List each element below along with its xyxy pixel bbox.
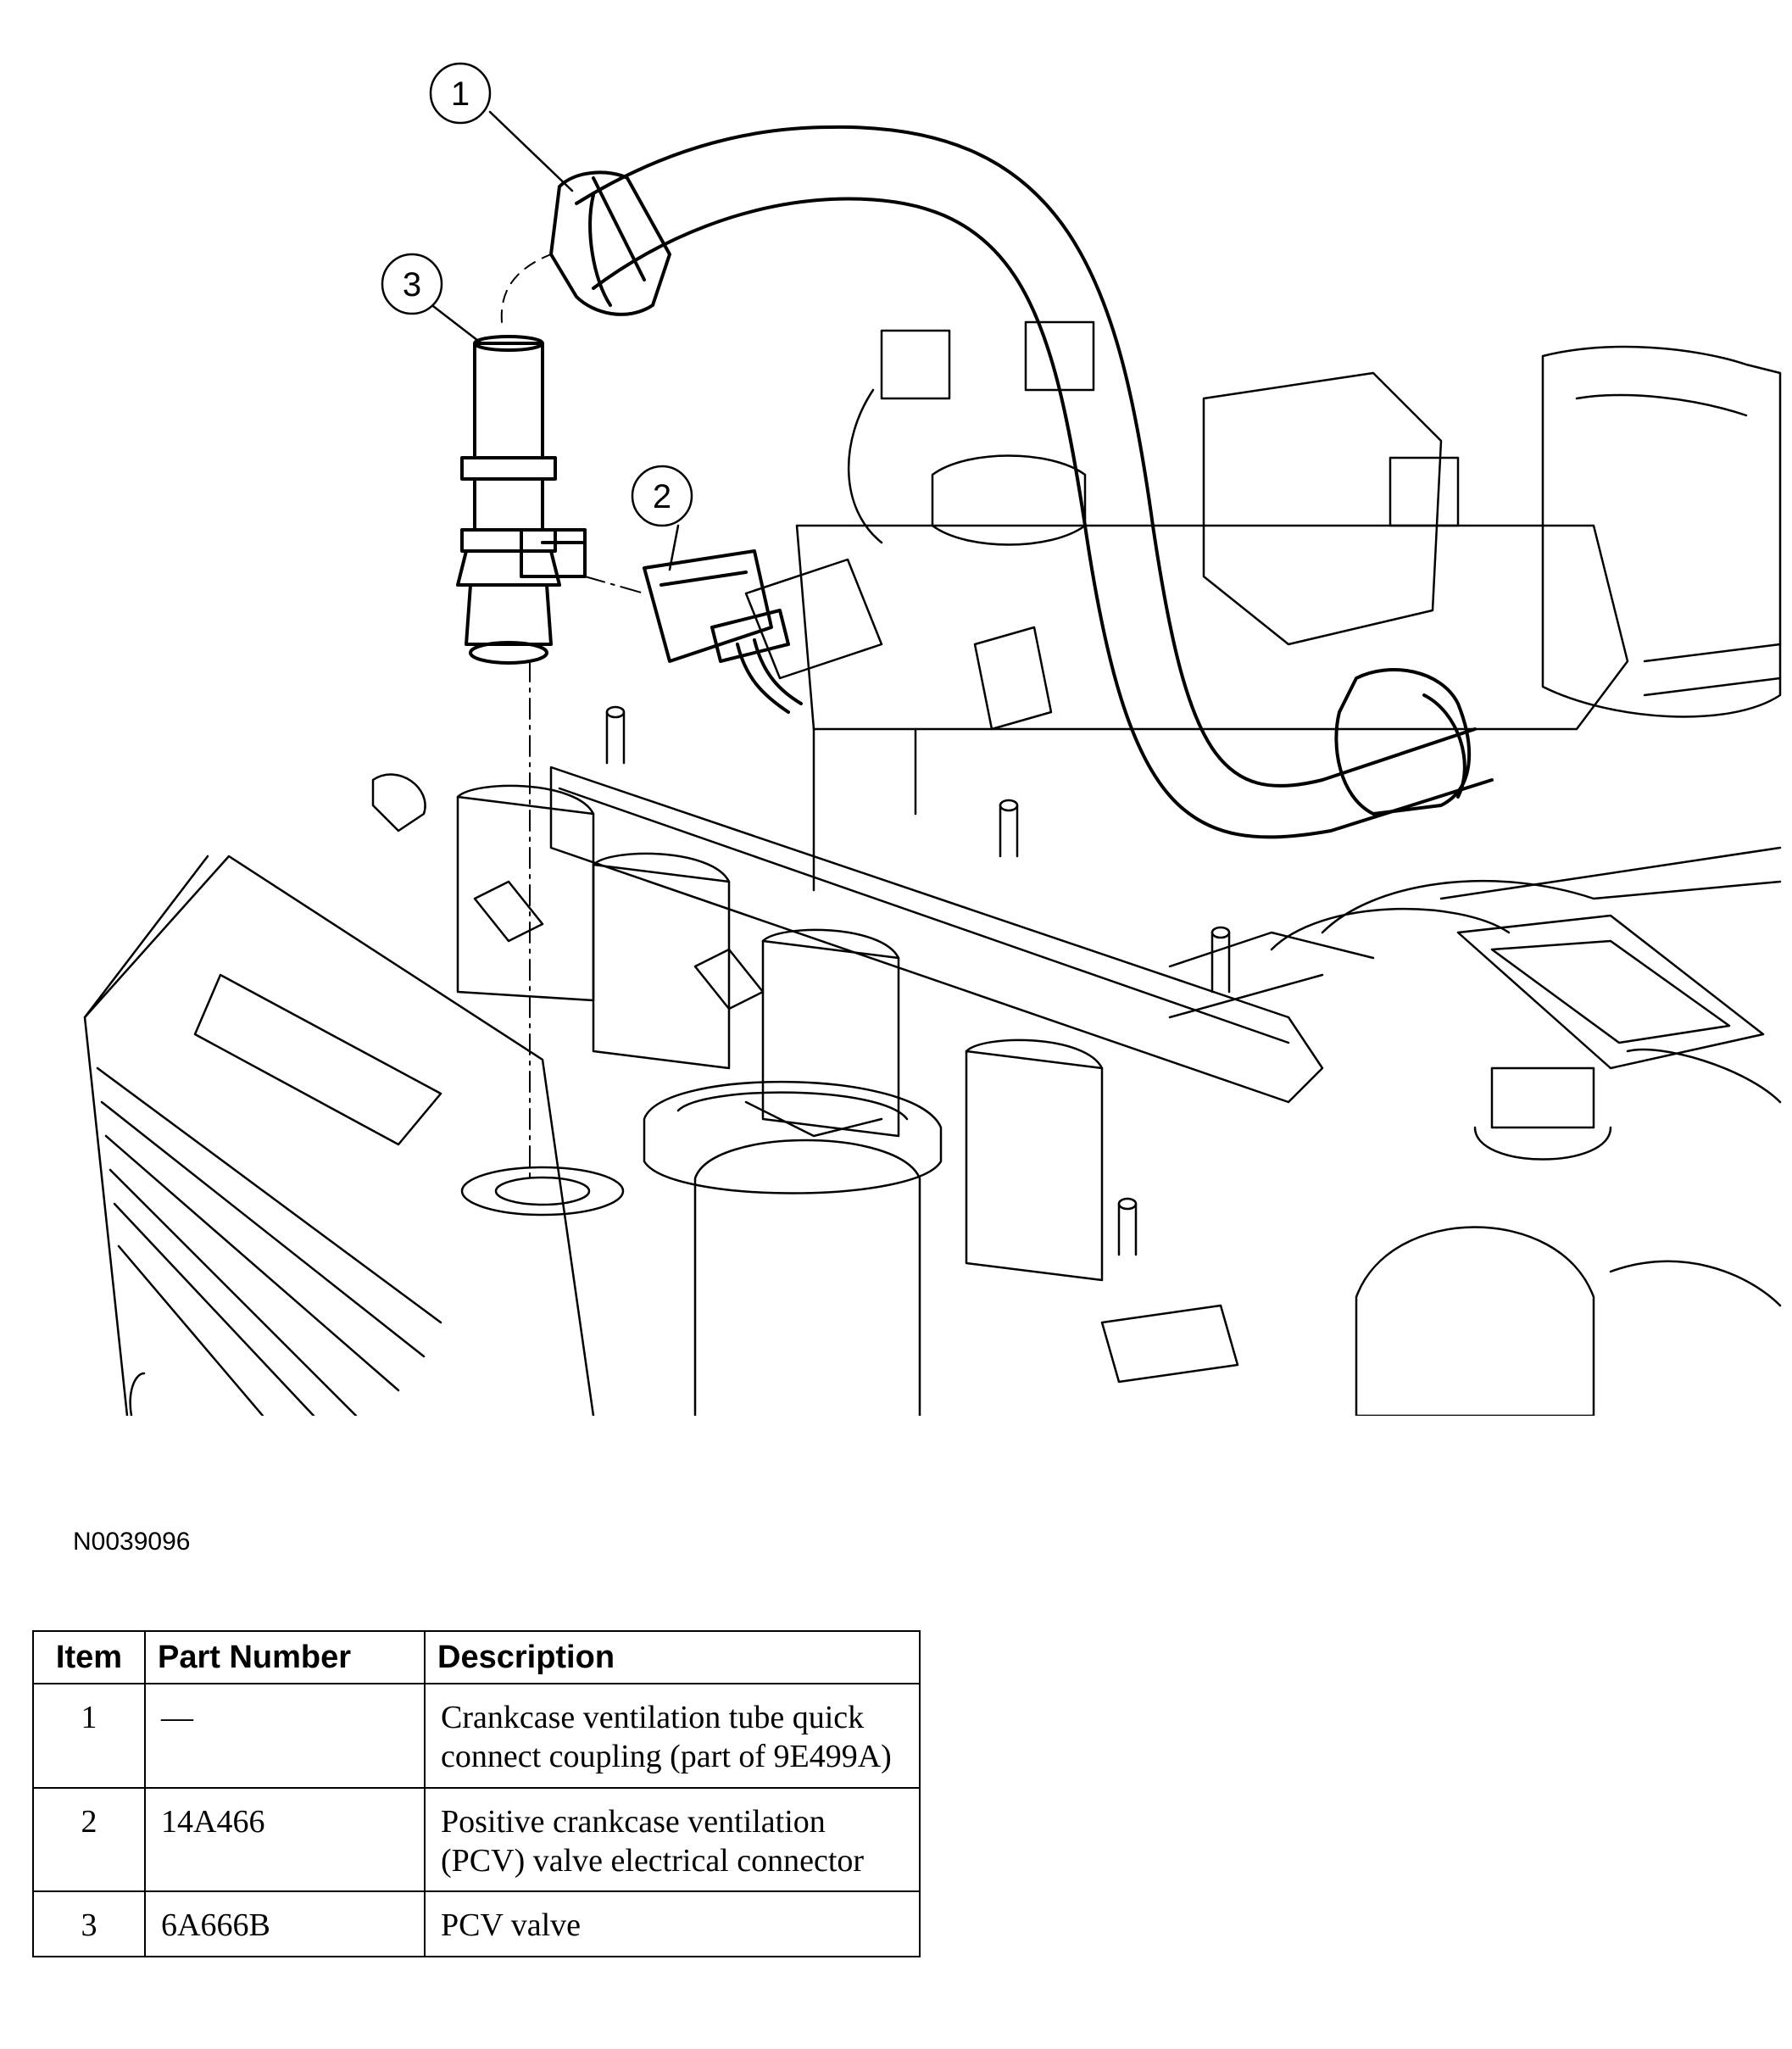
table-row: 1 — Crankcase ventilation tube quick con… <box>32 1683 921 1789</box>
row-part-number: 14A466 <box>144 1786 426 1893</box>
figure-id: N0039096 <box>73 1528 191 1556</box>
callout-1-label: 1 <box>451 75 470 113</box>
header-description: Description <box>424 1630 921 1684</box>
pcv-valve <box>456 335 587 665</box>
table-row: 3 6A666B PCV valve <box>32 1890 921 1957</box>
pcv-electrical-connector <box>643 549 803 714</box>
header-part-number: Part Number <box>144 1630 426 1684</box>
callout-2-label: 2 <box>653 478 671 515</box>
row-description: Positive crankcase ventilation (PCV) val… <box>424 1786 921 1893</box>
callout-1: 1 <box>429 62 492 125</box>
table-row: 2 14A466 Positive crankcase ventilation … <box>32 1786 921 1893</box>
callout-3-label: 3 <box>403 266 421 303</box>
callout-leaders <box>425 110 680 571</box>
table-header-row: Item Part Number Description <box>32 1630 921 1684</box>
engine-illustration: 1 3 2 <box>83 62 1782 1416</box>
crankcase-ventilation-tube <box>575 125 1494 839</box>
row-item: 2 <box>32 1786 146 1893</box>
row-item: 1 <box>32 1683 146 1789</box>
hose-end-clamp <box>1334 668 1472 816</box>
quick-connect-coupling <box>549 170 671 316</box>
callout-3: 3 <box>381 253 443 315</box>
callout-2: 2 <box>631 465 693 527</box>
header-item: Item <box>32 1630 146 1684</box>
row-description: Crankcase ventilation tube quick connect… <box>424 1683 921 1789</box>
row-part-number: 6A666B <box>144 1890 426 1957</box>
row-item: 3 <box>32 1890 146 1957</box>
parts-legend-table: Item Part Number Description 1 — Crankca… <box>32 1630 921 1957</box>
row-description: PCV valve <box>424 1890 921 1957</box>
assembly-guide-lines <box>500 253 645 1179</box>
row-part-number: — <box>144 1683 426 1789</box>
engine-background <box>83 320 1782 1416</box>
